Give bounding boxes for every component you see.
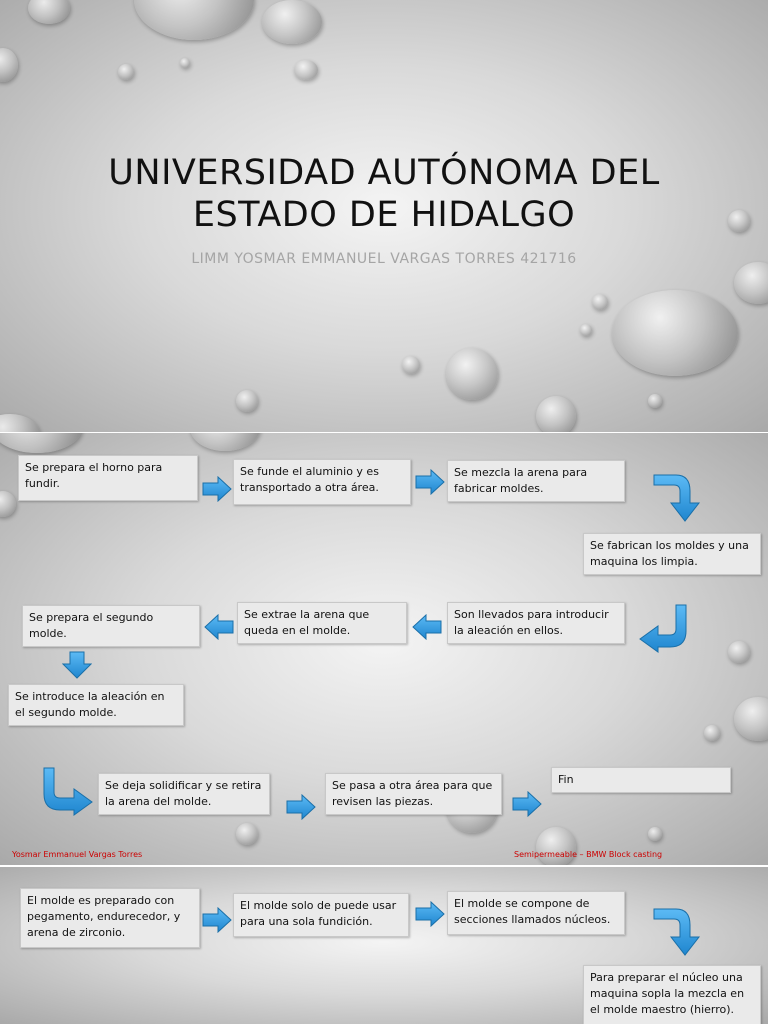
- step-box: Se funde el aluminio y es transportado a…: [233, 459, 411, 505]
- right-arrow-icon: [415, 469, 445, 495]
- step-box: El molde se compone de secciones llamado…: [447, 891, 625, 935]
- water-drop: [402, 356, 420, 374]
- step-box: Se pasa a otra área para que revisen las…: [325, 773, 502, 815]
- water-drop: [734, 262, 768, 304]
- title-line-1: Universidad Autónoma del: [108, 153, 660, 193]
- end-box: Fin: [551, 767, 731, 793]
- down-arrow-icon: [62, 651, 92, 679]
- water-drop: [0, 414, 40, 432]
- water-drop: [728, 641, 750, 663]
- water-drop: [236, 390, 258, 412]
- water-drop: [612, 290, 738, 376]
- water-drop: [704, 725, 720, 741]
- water-drop: [0, 491, 16, 517]
- water-drop: [236, 823, 258, 845]
- water-drop: [592, 294, 608, 310]
- step-box: Son llevados para introducir la aleación…: [447, 602, 625, 644]
- water-drop: [728, 210, 750, 232]
- water-drop: [180, 58, 190, 68]
- step-box: El molde solo de puede usar para una sol…: [233, 893, 409, 937]
- right-arrow-icon: [202, 476, 232, 502]
- water-drop: [28, 0, 70, 24]
- water-drop: [294, 60, 318, 80]
- water-drop: [536, 827, 576, 865]
- title-slide: Universidad Autónoma del Estado de Hidal…: [0, 0, 768, 432]
- process-slide: Se prepara el horno para fundir. Se fund…: [0, 433, 768, 865]
- bent-down-arrow-icon: [653, 908, 701, 956]
- process-slide-2: El molde es preparado con pegamento, end…: [0, 867, 768, 1024]
- water-drop: [648, 394, 662, 408]
- right-arrow-icon: [512, 791, 542, 817]
- left-arrow-icon: [204, 614, 234, 640]
- step-box: Se fabrican los moldes y una maquina los…: [583, 533, 761, 575]
- author-subtitle: LIMM Yosmar Emmanuel Vargas Torres 42171…: [191, 251, 577, 267]
- water-drop: [734, 697, 768, 741]
- title-line-2: Estado de Hidalgo: [192, 195, 576, 235]
- right-arrow-icon: [415, 901, 445, 927]
- step-box: El molde es preparado con pegamento, end…: [20, 888, 200, 948]
- step-box: Se deja solidificar y se retira la arena…: [98, 773, 270, 815]
- step-box: Se mezcla la arena para fabricar moldes.: [447, 460, 625, 502]
- left-arrow-icon: [412, 614, 442, 640]
- bent-right-arrow-icon: [43, 767, 93, 816]
- water-drop: [262, 0, 322, 44]
- page-title: Universidad Autónoma del Estado de Hidal…: [60, 152, 708, 236]
- step-box: Se extrae la arena que queda en el molde…: [237, 602, 407, 644]
- right-arrow-icon: [202, 907, 232, 933]
- bent-down-arrow-icon: [653, 474, 701, 522]
- right-arrow-icon: [286, 794, 316, 820]
- water-drop: [0, 433, 82, 453]
- step-box: Se prepara el horno para fundir.: [18, 455, 198, 501]
- water-drop: [190, 433, 260, 451]
- footer-source: Semipermeable – BMW Block casting: [514, 850, 663, 859]
- water-drop: [446, 348, 498, 400]
- bent-left-arrow-icon: [639, 604, 687, 653]
- footer-author: Yosmar Emmanuel Vargas Torres: [12, 850, 143, 859]
- water-drop: [648, 827, 662, 841]
- water-drop: [134, 0, 254, 40]
- step-box: Se introduce la aleación en el segundo m…: [8, 684, 184, 726]
- water-drop: [580, 324, 592, 336]
- water-drop: [0, 48, 18, 82]
- water-drop: [536, 396, 576, 432]
- step-box: Se prepara el segundo molde.: [22, 605, 200, 647]
- step-box: Para preparar el núcleo una maquina sopl…: [583, 965, 761, 1024]
- water-drop: [118, 64, 134, 80]
